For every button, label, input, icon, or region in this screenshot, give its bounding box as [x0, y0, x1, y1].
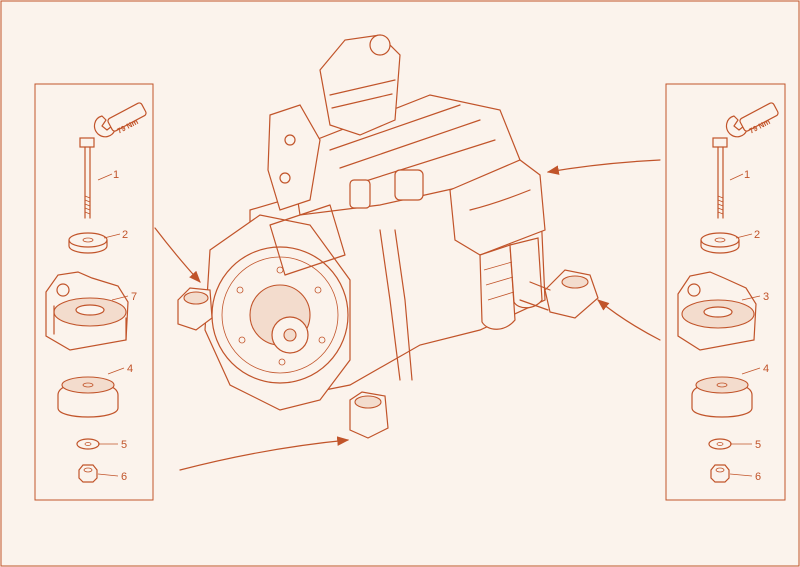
left-parts-panel: 79 Nm [34, 83, 154, 501]
part-number: 6 [755, 471, 761, 483]
part-number: 7 [131, 291, 137, 303]
callout-arrows [154, 159, 661, 471]
torque-wrench-icon: 79 Nm [93, 102, 147, 138]
right-parts-panel: 79 Nm [665, 83, 786, 501]
engine-mount [45, 271, 129, 351]
part-number: 1 [113, 169, 119, 181]
bolt [79, 137, 95, 219]
part-number: 6 [121, 471, 127, 483]
part-number: 2 [754, 229, 760, 241]
engine-mount-left-installed [177, 287, 213, 331]
engine-illustration [177, 34, 599, 439]
engine-mount-front-installed [349, 391, 389, 439]
part-number: 4 [763, 363, 769, 375]
part-number: 5 [121, 439, 127, 451]
bolt [712, 137, 728, 219]
engine-mount-right-installed [519, 269, 599, 319]
small-washer [76, 438, 100, 450]
nut [78, 464, 98, 483]
part-number: 2 [122, 229, 128, 241]
part-number: 5 [755, 439, 761, 451]
rubber-cushion [57, 376, 119, 418]
washer [68, 232, 108, 254]
rubber-cushion [691, 376, 753, 418]
small-washer [708, 438, 732, 450]
part-number: 3 [763, 291, 769, 303]
torque-wrench-icon: 79 Nm [725, 102, 779, 138]
part-number: 1 [744, 169, 750, 181]
nut [710, 464, 730, 483]
part-number: 4 [127, 363, 133, 375]
washer [700, 232, 740, 254]
engine-mount [677, 271, 757, 351]
